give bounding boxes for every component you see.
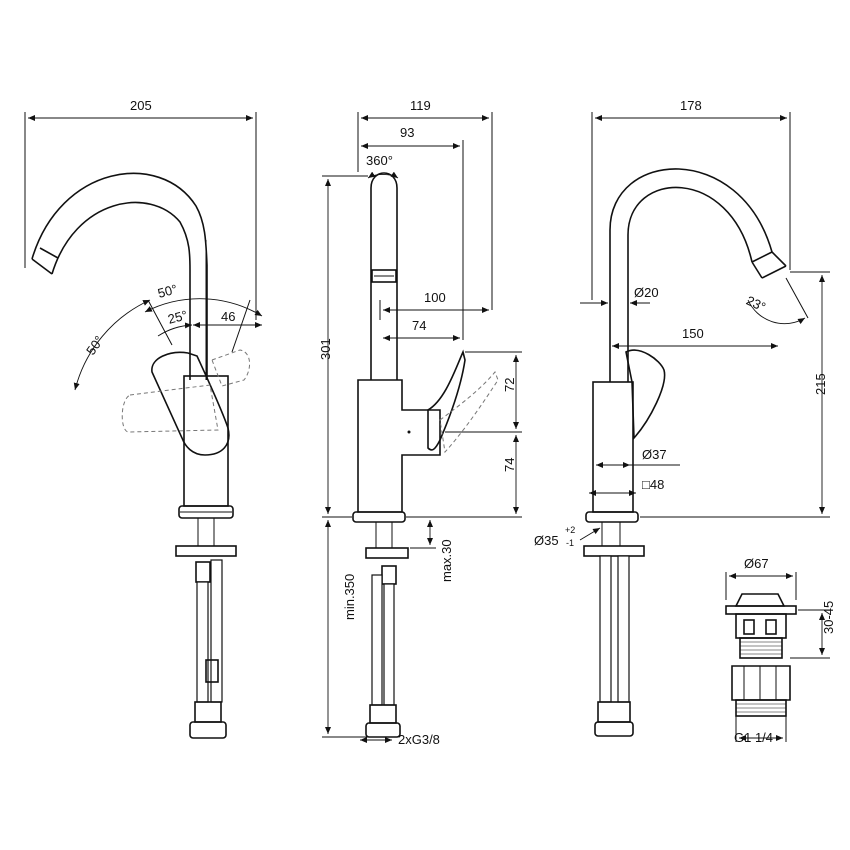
dim-74-h: 74 (412, 318, 426, 333)
height-215: 215 (813, 373, 828, 395)
square-48: □48 (642, 477, 664, 492)
angle-23: 23° (744, 293, 768, 315)
range-30-45: 30-45 (821, 601, 836, 634)
angle-50-left: 50° (83, 333, 107, 358)
dim-93: 93 (400, 125, 414, 140)
front-view: 205 50° 50° 25° 46 (24, 98, 263, 739)
tol-minus: -1 (566, 538, 574, 548)
dim-150: 150 (682, 326, 704, 341)
dia-20: Ø20 (634, 285, 659, 300)
dia-67: Ø67 (744, 556, 769, 571)
dim-178: 178 (680, 98, 702, 113)
tol-plus: +2 (565, 525, 575, 535)
dim-74-v: 74 (502, 458, 517, 472)
thread-g114: G1 1/4 (734, 730, 773, 745)
dia-37: Ø37 (642, 447, 667, 462)
dim-72: 72 (502, 378, 517, 392)
height-301: 301 (318, 338, 333, 360)
dim-205: 205 (130, 98, 152, 113)
max-30: max.30 (439, 539, 454, 582)
side-view: 119 93 360° 100 74 301 72 (318, 98, 522, 747)
dia-35: Ø35 (534, 533, 559, 548)
rotation-360: 360° (366, 153, 393, 168)
connection-g38: 2xG3/8 (398, 732, 440, 747)
angle-50-top: 50° (156, 281, 179, 301)
reach-view: 178 Ø20 23° 150 215 Ø37 (534, 98, 830, 737)
dim-46: 46 (221, 309, 235, 324)
dim-100: 100 (424, 290, 446, 305)
dim-119: 119 (410, 98, 431, 113)
min-350: min.350 (342, 574, 357, 620)
drain-view: Ø67 30-45 G1 1/ (725, 556, 836, 745)
angle-25: 25° (166, 307, 189, 327)
